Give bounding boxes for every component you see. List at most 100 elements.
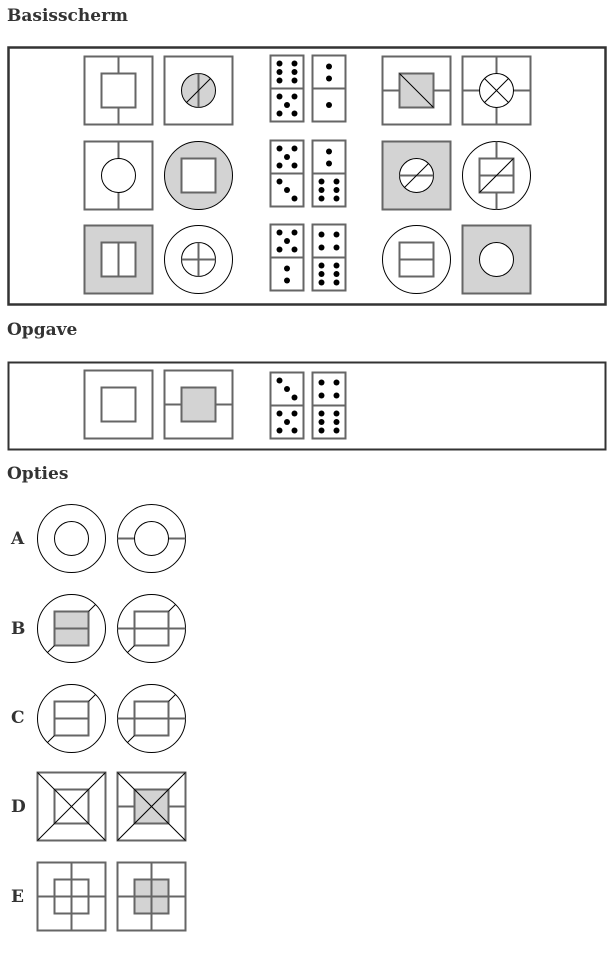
pip [276,410,283,417]
pip [333,262,340,269]
circle [101,158,136,193]
line [186,78,211,103]
base-figure [461,55,532,126]
pip [333,419,340,425]
line [399,73,434,108]
task-figure [163,369,234,440]
line [404,163,429,188]
section-title-task: Opgave [7,320,78,340]
domino [269,371,305,440]
pip [284,154,290,160]
option-a-figure[interactable] [117,504,186,573]
option-b-figure[interactable] [37,594,106,663]
pip [291,60,298,67]
option-label-e[interactable]: E [11,887,24,907]
pip [276,110,283,117]
pip [318,279,325,286]
pip [318,187,325,193]
square [83,224,154,295]
square [100,72,137,109]
base-figure [163,55,234,126]
domino [269,223,305,292]
domino [269,139,305,208]
pip [333,279,340,286]
line [88,694,96,702]
pip [291,394,298,401]
pip [291,195,298,202]
circle [479,242,514,277]
pip [333,379,340,386]
line [47,645,55,653]
option-label-a[interactable]: A [11,529,25,549]
line [168,694,176,702]
pip [291,427,298,434]
pip [291,162,298,169]
domino [311,54,347,123]
line [484,78,509,103]
option-c-figure[interactable] [117,684,186,753]
pip [276,69,283,75]
base-figure [83,140,154,211]
pip [333,195,340,202]
pip [284,102,290,108]
pip [284,265,290,272]
section-title-options: Opties [7,464,69,484]
task-figure [83,369,154,440]
square [100,386,137,423]
domino [311,223,347,292]
pip [333,392,340,399]
option-e-figure[interactable] [116,861,187,932]
pip [333,244,340,251]
pip [326,75,332,82]
base-frame [7,46,607,306]
option-d-figure[interactable] [36,771,107,842]
pip [276,93,283,100]
pip [333,178,340,185]
pip [284,277,290,284]
option-c-figure[interactable] [37,684,106,753]
pip [291,69,298,75]
pip [326,148,332,155]
option-d-figure[interactable] [116,771,187,842]
pip [291,110,298,117]
option-e-figure[interactable] [36,861,107,932]
pip [284,419,290,425]
pip [291,145,298,152]
pip [291,93,298,100]
option-a-figure[interactable] [37,504,106,573]
pip [333,427,340,434]
domino [311,139,347,208]
option-label-d[interactable]: D [11,797,26,817]
pip [318,231,325,238]
pip [333,231,340,238]
square [133,700,170,737]
base-figure [462,141,531,210]
pip [318,178,325,185]
base-figure [164,141,233,210]
pip [318,392,325,399]
pip [318,427,325,434]
base-figure [461,224,532,295]
base-figure [83,55,154,126]
base-figure [381,55,452,126]
option-label-b[interactable]: B [11,619,26,639]
pip [333,187,340,193]
pip [291,229,298,236]
circle [134,521,169,556]
pip [276,246,283,253]
pip [318,195,325,202]
pip [318,419,325,425]
pip [318,271,325,277]
pip [276,377,283,384]
base-figure [83,224,154,295]
circle [54,521,89,556]
pip [276,229,283,236]
option-label-c[interactable]: C [11,708,25,728]
domino [311,371,347,440]
pip [291,410,298,417]
option-b-figure[interactable] [117,594,186,663]
base-figure [164,225,233,294]
pip [326,160,332,167]
pip [276,427,283,434]
